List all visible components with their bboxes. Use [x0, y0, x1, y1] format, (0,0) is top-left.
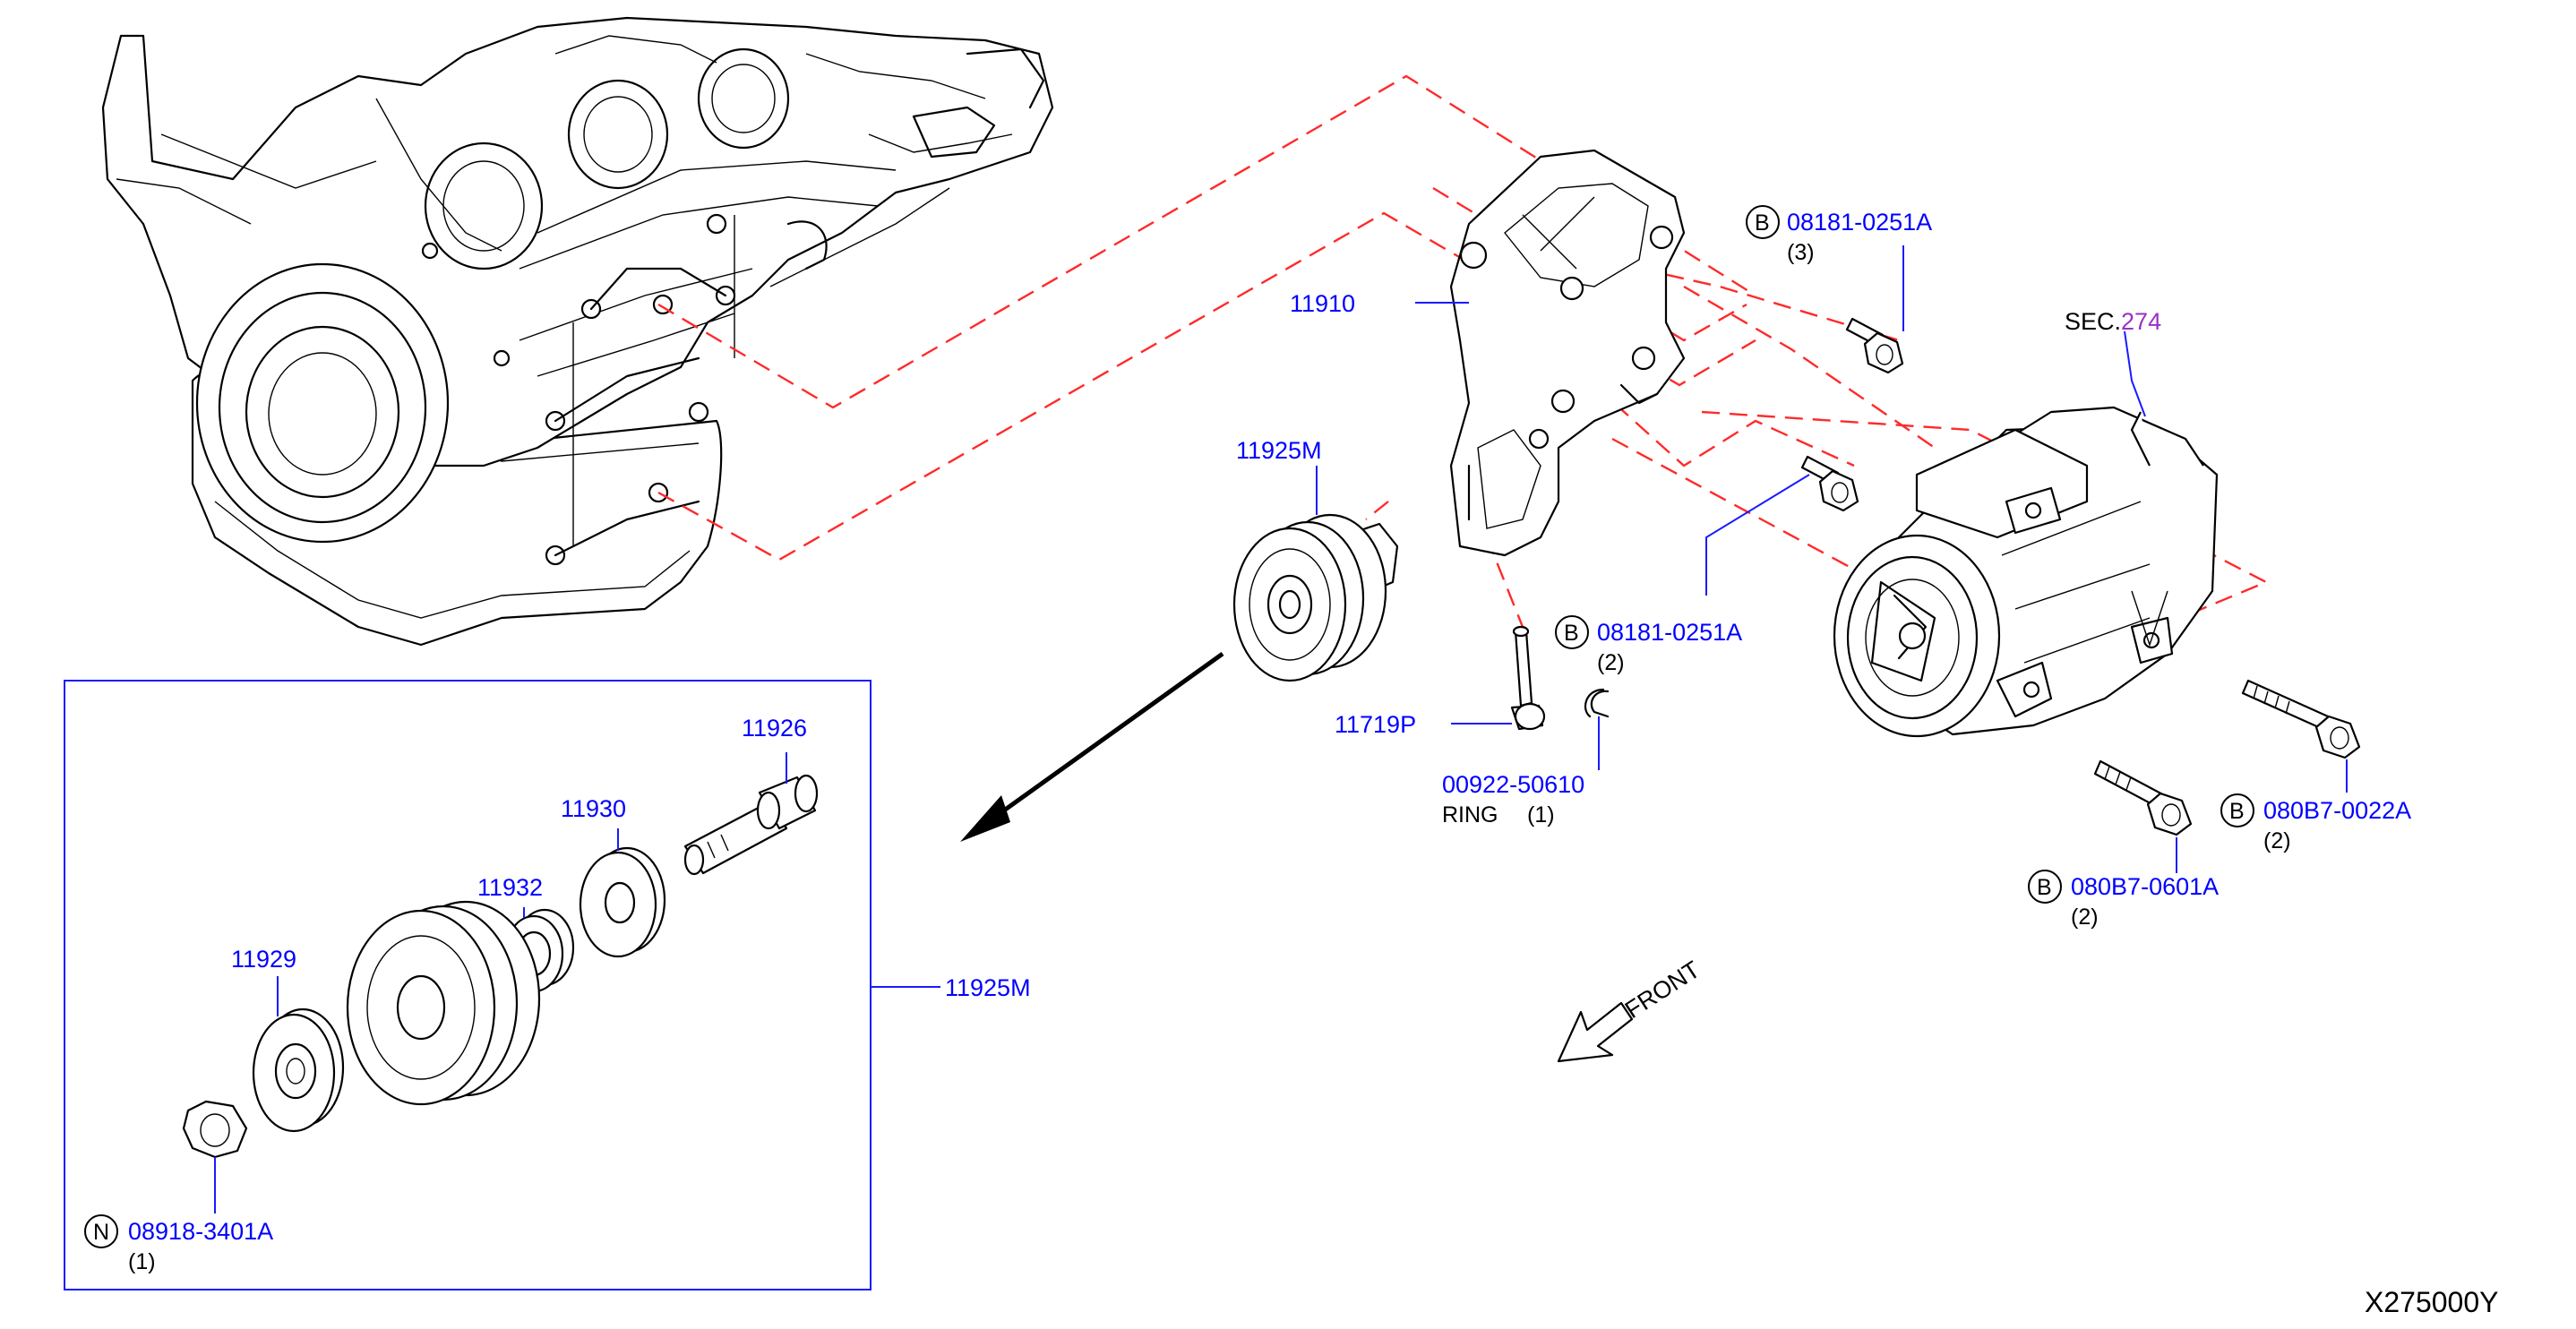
detail-box	[64, 680, 940, 1290]
snap-ring[interactable]	[1584, 688, 1610, 718]
ac-compressor[interactable]	[1833, 406, 2219, 738]
leader-lines	[214, 245, 2348, 1213]
label-11926: 11926	[742, 715, 807, 742]
idler-pulley-assembly[interactable]	[1232, 513, 1399, 682]
label-11925m-top: 11925M	[1236, 437, 1322, 464]
bolt-08181-0251a-top[interactable]	[1845, 317, 1904, 374]
label-080b7-0601a: 080B7-0601A	[2071, 873, 2219, 900]
badge-b-top	[1746, 205, 1780, 239]
washer-11929[interactable]	[252, 1007, 345, 1133]
label-080b7-0022a-qty: (2)	[2263, 828, 2291, 853]
pulley[interactable]	[346, 900, 541, 1106]
badge-n	[84, 1214, 118, 1248]
bolt-080b7-0601a[interactable]	[2093, 759, 2193, 836]
badge-b-top-letter: B	[1755, 210, 1770, 236]
part-labels: 11910 11925M 11719P 00922-50610 RING (1)…	[84, 205, 2498, 1318]
badge-b-low-letter: B	[2037, 875, 2052, 900]
stud-11719p[interactable]	[1510, 625, 1546, 731]
label-08181-0251a-mid-qty: (2)	[1597, 650, 1625, 675]
label-08918-3401a-qty: (1)	[128, 1249, 156, 1274]
badge-b-right	[2220, 793, 2254, 827]
label-11929: 11929	[231, 946, 296, 973]
label-11932: 11932	[477, 874, 543, 901]
badge-b-mid	[1555, 615, 1589, 649]
label-ring-qty: (1)	[1527, 802, 1555, 827]
front-direction-arrow: FRONT	[1557, 956, 1704, 1063]
bolt-08181-0251a-mid[interactable]	[1800, 455, 1859, 512]
label-11930: 11930	[561, 795, 626, 822]
label-080b7-0022a: 080B7-0022A	[2263, 797, 2411, 824]
label-00922-50610: 00922-50610	[1442, 771, 1584, 798]
label-11925m-box: 11925M	[945, 974, 1031, 1001]
label-sec-274: SEC.274	[2065, 308, 2161, 335]
label-11910: 11910	[1290, 290, 1355, 317]
detail-arrow	[960, 651, 1224, 842]
engine-block	[101, 16, 1054, 647]
washer-11930[interactable]	[579, 846, 666, 958]
label-08181-0251a-top-qty: (3)	[1787, 240, 1815, 265]
badge-b-low	[2028, 870, 2062, 904]
label-11719p: 11719P	[1335, 711, 1416, 738]
compressor-bracket[interactable]	[1449, 149, 1686, 557]
front-label: FRONT	[1620, 956, 1704, 1024]
label-08181-0251a-mid: 08181-0251A	[1597, 619, 1742, 646]
diagram-id: X275000Y	[2365, 1286, 2498, 1318]
badge-b-mid-letter: B	[1564, 621, 1579, 646]
nut-08918-3401a[interactable]	[182, 1100, 248, 1159]
badge-n-letter: N	[93, 1220, 109, 1245]
label-08181-0251a-top: 08181-0251A	[1787, 209, 1932, 236]
badge-b-right-letter: B	[2229, 799, 2245, 824]
label-080b7-0601a-qty: (2)	[2071, 905, 2099, 930]
label-08918-3401a: 08918-3401A	[128, 1218, 273, 1245]
shaft-11926[interactable]	[683, 774, 819, 876]
bolt-080b7-0022a[interactable]	[2241, 679, 2361, 759]
label-ring: RING	[1442, 802, 1498, 827]
